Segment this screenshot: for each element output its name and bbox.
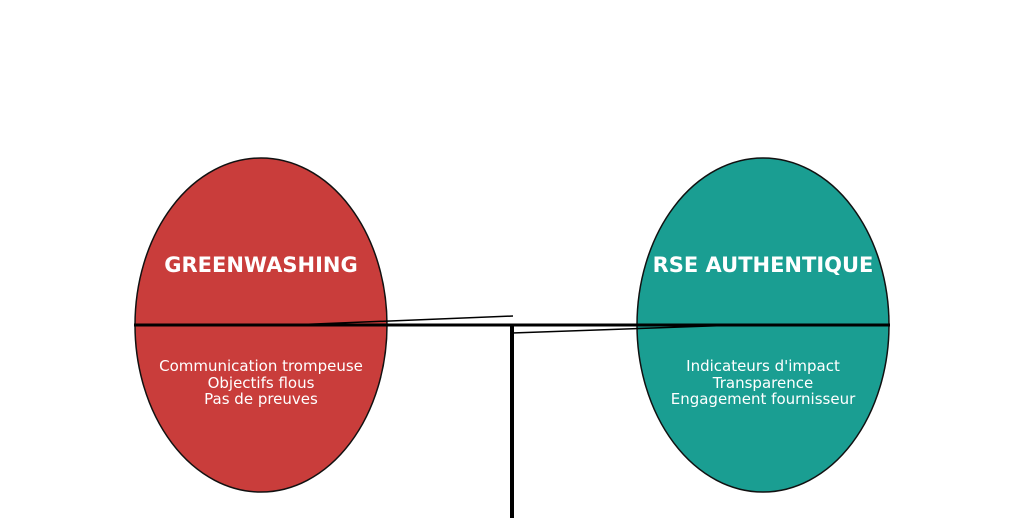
greenwashing-title: GREENWASHING <box>164 253 357 277</box>
greenwashing-item: Communication trompeuse <box>159 357 363 375</box>
greenwashing-item: Objectifs flous <box>208 374 315 392</box>
right-tilt-line <box>511 324 739 334</box>
rse-authentique-title: RSE AUTHENTIQUE <box>653 253 874 277</box>
greenwashing-item: Pas de preuves <box>204 390 318 408</box>
rse-authentique-item: Engagement fournisseur <box>671 390 856 408</box>
rse-authentique-item: Transparence <box>712 374 813 392</box>
rse-authentique-item: Indicateurs d'impact <box>686 357 840 375</box>
left-tilt-line <box>289 315 514 326</box>
